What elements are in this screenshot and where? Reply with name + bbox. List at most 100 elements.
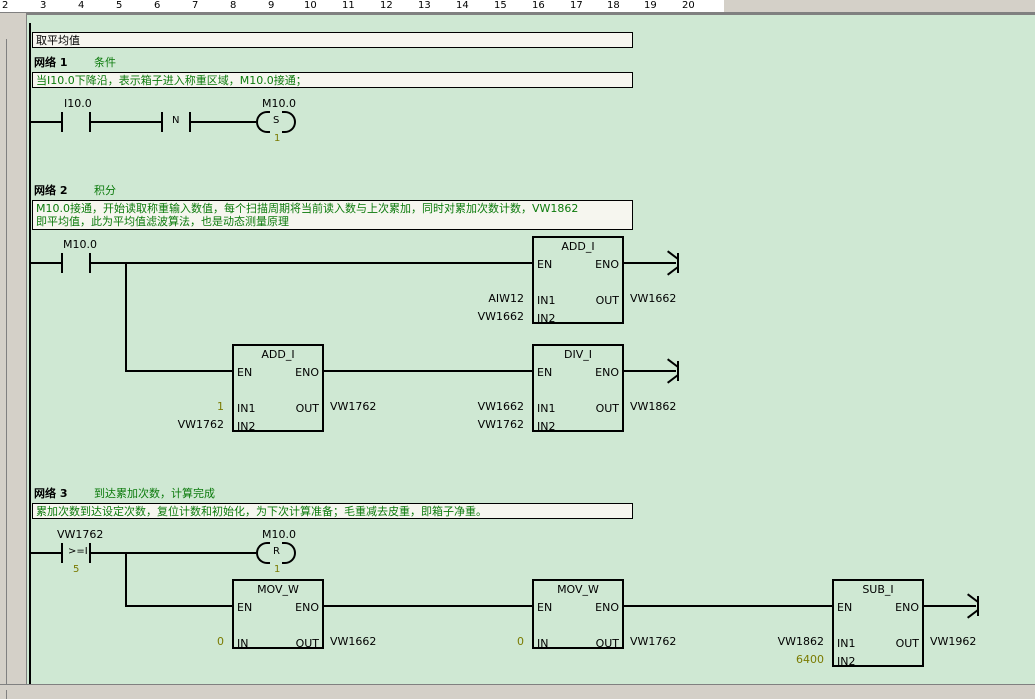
network-1-comment[interactable]: 当I10.0下降沿，表示箱子进入称重区域，M10.0接通； xyxy=(32,72,633,88)
pin-in: IN xyxy=(537,637,549,650)
ruler-tick: 17 xyxy=(570,0,583,11)
block-name: DIV_I xyxy=(564,348,592,361)
wire xyxy=(191,121,256,123)
mov-w-block[interactable]: MOV_W EN ENO IN OUT xyxy=(532,579,624,650)
ruler-tick: 8 xyxy=(230,0,237,11)
pin-in2: IN2 xyxy=(837,655,856,668)
pin-in: IN xyxy=(237,637,249,650)
param-out[interactable]: VW1762 xyxy=(630,635,677,648)
comment-line: 即平均值，此为平均值滤波算法，也是动态测量原理 xyxy=(36,215,289,228)
pin-eno: ENO xyxy=(595,601,619,614)
negative-edge-contact[interactable] xyxy=(161,112,191,132)
sub-i-block[interactable]: SUB_I EN ENO IN1 OUT IN2 xyxy=(832,579,924,668)
output-arrow-icon xyxy=(667,250,679,276)
pin-en: EN xyxy=(237,366,253,379)
normally-open-contact[interactable] xyxy=(61,112,91,132)
pin-in1: IN1 xyxy=(537,402,556,415)
wire xyxy=(125,605,233,607)
param-in1[interactable]: VW1862 xyxy=(777,635,824,648)
ruler-tick: 3 xyxy=(40,0,47,11)
add-i-block[interactable]: ADD_I EN ENO IN1 OUT IN2 xyxy=(232,344,324,433)
compare-value: 5 xyxy=(73,564,80,575)
param-out[interactable]: VW1762 xyxy=(330,400,377,413)
wire xyxy=(624,370,676,372)
param-in2[interactable]: VW1662 xyxy=(477,310,524,323)
param-in1[interactable]: VW1662 xyxy=(477,400,524,413)
coil-type: S xyxy=(273,115,280,126)
ruler-tick: 12 xyxy=(380,0,393,11)
reset-coil[interactable] xyxy=(256,542,296,564)
network-1-title[interactable]: 网络 1 xyxy=(34,56,68,69)
ruler-tick: 20 xyxy=(682,0,695,11)
wire xyxy=(91,121,161,123)
wire xyxy=(125,370,233,372)
network-3-title[interactable]: 网络 3 xyxy=(34,487,68,500)
tab-strip[interactable] xyxy=(0,684,1035,690)
wire xyxy=(924,605,976,607)
network-3-comment[interactable]: 累加次数到达设定次数，复位计数和初始化，为下次计算准备；毛重减去皮重，即箱子净重… xyxy=(32,503,633,519)
pin-in1: IN1 xyxy=(837,637,856,650)
param-in1[interactable]: 1 xyxy=(217,400,224,413)
block-name: ADD_I xyxy=(261,348,295,361)
block-title[interactable]: 取平均值 xyxy=(32,32,633,48)
ruler-tick: 9 xyxy=(268,0,275,11)
pin-in2: IN2 xyxy=(537,312,556,325)
coil-address: M10.0 xyxy=(262,97,296,110)
param-in2[interactable]: VW1762 xyxy=(177,418,224,431)
param-out[interactable]: VW1662 xyxy=(330,635,377,648)
wire xyxy=(31,121,61,123)
network-2-note[interactable]: 积分 xyxy=(94,184,116,197)
add-i-block[interactable]: ADD_I EN ENO IN1 OUT IN2 xyxy=(532,236,624,325)
branch-wire xyxy=(125,552,127,606)
pin-out: OUT xyxy=(295,637,319,650)
wire xyxy=(31,552,61,554)
wire xyxy=(91,552,256,554)
output-arrow-icon xyxy=(967,593,979,619)
network-2-comment[interactable]: M10.0接通，开始读取称重输入数值，每个扫描周期将当前读入数与上次累加，同时对… xyxy=(32,200,633,230)
output-arrow-icon xyxy=(667,358,679,384)
compare-operator: >=I xyxy=(68,546,88,557)
pin-out: OUT xyxy=(895,637,919,650)
ruler-tick: 14 xyxy=(456,0,469,11)
param-out[interactable]: VW1962 xyxy=(930,635,977,648)
wire xyxy=(324,605,533,607)
pin-en: EN xyxy=(537,258,553,271)
ruler-tick: 19 xyxy=(644,0,657,11)
wire xyxy=(324,370,533,372)
param-out[interactable]: VW1662 xyxy=(630,292,677,305)
network-3-note[interactable]: 到达累加次数，计算完成 xyxy=(94,487,215,500)
pin-eno: ENO xyxy=(595,366,619,379)
pin-eno: ENO xyxy=(595,258,619,271)
pin-out: OUT xyxy=(595,402,619,415)
column-ruler: 2 3 4 5 6 7 8 9 10 11 12 13 14 15 16 17 … xyxy=(0,0,724,13)
ladder-editor[interactable]: 取平均值 网络 1 条件 当I10.0下降沿，表示箱子进入称重区域，M10.0接… xyxy=(26,13,1035,687)
param-in2[interactable]: VW1762 xyxy=(477,418,524,431)
pin-out: OUT xyxy=(595,294,619,307)
gutter-line xyxy=(6,39,7,699)
compare-address: VW1762 xyxy=(57,528,104,541)
pin-eno: ENO xyxy=(295,366,319,379)
ruler-tick: 10 xyxy=(304,0,317,11)
wire xyxy=(91,262,533,264)
param-in[interactable]: 0 xyxy=(217,635,224,648)
ruler-tick: 11 xyxy=(342,0,355,11)
wire xyxy=(624,262,676,264)
param-in1[interactable]: AIW12 xyxy=(488,292,524,305)
coil-address: M10.0 xyxy=(262,528,296,541)
block-name: MOV_W xyxy=(557,583,599,596)
network-2-title[interactable]: 网络 2 xyxy=(34,184,68,197)
param-out[interactable]: VW1862 xyxy=(630,400,677,413)
coil-count: 1 xyxy=(274,564,281,575)
branch-wire xyxy=(125,262,127,371)
network-1-note[interactable]: 条件 xyxy=(94,56,116,69)
param-in2[interactable]: 6400 xyxy=(796,653,824,666)
ruler-tick: 4 xyxy=(78,0,85,11)
left-gutter xyxy=(0,13,26,699)
coil-count: 1 xyxy=(274,133,281,144)
normally-open-contact[interactable] xyxy=(61,253,91,273)
compare-contact[interactable] xyxy=(61,543,91,563)
div-i-block[interactable]: DIV_I EN ENO IN1 OUT IN2 xyxy=(532,344,624,433)
mov-w-block[interactable]: MOV_W EN ENO IN OUT xyxy=(232,579,324,650)
set-coil[interactable] xyxy=(256,111,296,133)
param-in[interactable]: 0 xyxy=(517,635,524,648)
